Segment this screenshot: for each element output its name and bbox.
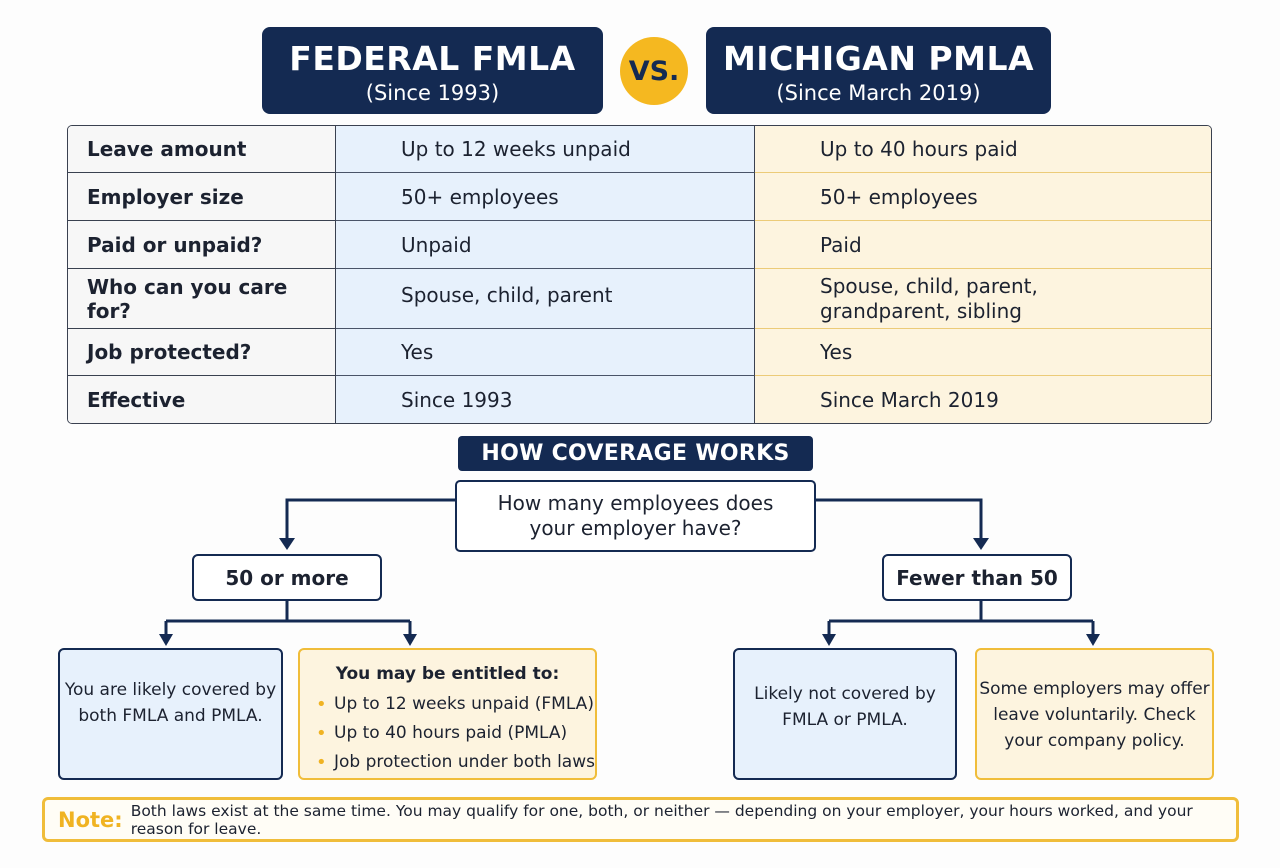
connector-right bbox=[816, 498, 983, 540]
row-label: Leave amount bbox=[68, 126, 336, 173]
list-item: Job protection under both laws bbox=[316, 748, 595, 777]
box-line: You are likely covered by bbox=[64, 680, 277, 700]
fifty-or-more-branch: 50 or more bbox=[192, 554, 382, 601]
table-row: Who can you care for? Spouse, child, par… bbox=[68, 269, 1211, 329]
box-line: Likely not covered by bbox=[754, 684, 936, 704]
michigan-cell: Spouse, child, parent, grandparent, sibl… bbox=[755, 269, 1211, 329]
michigan-pmla-header: MICHIGAN PMLA (Since March 2019) bbox=[706, 27, 1051, 114]
connector-left bbox=[285, 498, 455, 540]
michigan-subtitle: (Since March 2019) bbox=[776, 81, 981, 105]
federal-cell: Up to 12 weeks unpaid bbox=[336, 126, 755, 173]
michigan-cell: Since March 2019 bbox=[755, 376, 1211, 423]
list-item: Up to 40 hours paid (PMLA) bbox=[316, 719, 595, 748]
arrow-head bbox=[159, 634, 173, 646]
table-row: Effective Since 1993 Since March 2019 bbox=[68, 376, 1211, 423]
note-text: Both laws exist at the same time. You ma… bbox=[130, 801, 1193, 838]
voluntary-leave-box: Some employers may offer leave voluntari… bbox=[975, 648, 1214, 780]
federal-cell: Yes bbox=[336, 329, 755, 376]
entitlements-list: Up to 12 weeks unpaid (FMLA) Up to 40 ho… bbox=[316, 690, 595, 777]
row-label: Paid or unpaid? bbox=[68, 221, 336, 269]
federal-cell: Unpaid bbox=[336, 221, 755, 269]
fewer-than-fifty-branch: Fewer than 50 bbox=[882, 554, 1072, 601]
coverage-title: HOW COVERAGE WORKS bbox=[458, 436, 813, 471]
box-line: Some employers may offer bbox=[979, 679, 1210, 699]
michigan-cell: 50+ employees bbox=[755, 173, 1211, 221]
question-line: How many employees does bbox=[497, 491, 774, 515]
note-banner: Note: Both laws exist at the same time. … bbox=[42, 797, 1239, 842]
comparison-table: Leave amount Up to 12 weeks unpaid Up to… bbox=[67, 125, 1212, 424]
connector-left-split bbox=[164, 601, 412, 636]
row-label: Effective bbox=[68, 376, 336, 423]
arrow-head bbox=[973, 538, 989, 550]
vs-badge: VS. bbox=[620, 37, 688, 105]
row-label: Job protected? bbox=[68, 329, 336, 376]
row-label: Who can you care for? bbox=[68, 269, 336, 329]
covered-both-box: You are likely covered by both FMLA and … bbox=[58, 648, 283, 780]
connector-right-split bbox=[827, 601, 1095, 636]
arrow-head bbox=[822, 634, 836, 646]
michigan-cell: Up to 40 hours paid bbox=[755, 126, 1211, 173]
not-covered-box: Likely not covered by FMLA or PMLA. bbox=[733, 648, 957, 780]
box-line: both FMLA and PMLA. bbox=[78, 706, 263, 726]
entitlements-heading: You may be entitled to: bbox=[335, 664, 560, 684]
table-row: Job protected? Yes Yes bbox=[68, 329, 1211, 376]
table-row: Paid or unpaid? Unpaid Paid bbox=[68, 221, 1211, 269]
federal-subtitle: (Since 1993) bbox=[365, 81, 500, 105]
arrow-head bbox=[279, 538, 295, 550]
michigan-cell-line: Spouse, child, parent, bbox=[820, 273, 1038, 298]
box-line: leave voluntarily. Check bbox=[993, 705, 1196, 725]
michigan-title: MICHIGAN PMLA bbox=[722, 39, 1035, 78]
table-row: Employer size 50+ employees 50+ employee… bbox=[68, 173, 1211, 221]
federal-title: FEDERAL FMLA bbox=[289, 39, 576, 78]
federal-cell: Spouse, child, parent bbox=[336, 269, 755, 329]
federal-cell: 50+ employees bbox=[336, 173, 755, 221]
note-label: Note: bbox=[58, 807, 123, 832]
row-label: Employer size bbox=[68, 173, 336, 221]
federal-cell: Since 1993 bbox=[336, 376, 755, 423]
entitlements-box: You may be entitled to: Up to 12 weeks u… bbox=[298, 648, 597, 780]
arrow-head bbox=[403, 634, 417, 646]
michigan-cell-line: grandparent, sibling bbox=[820, 298, 1022, 323]
federal-fmla-header: FEDERAL FMLA (Since 1993) bbox=[262, 27, 603, 114]
table-row: Leave amount Up to 12 weeks unpaid Up to… bbox=[68, 126, 1211, 173]
employee-count-question: How many employees does your employer ha… bbox=[455, 480, 816, 552]
box-line: your company policy. bbox=[1004, 731, 1185, 751]
list-item: Up to 12 weeks unpaid (FMLA) bbox=[316, 690, 595, 719]
question-line: your employer have? bbox=[529, 516, 742, 540]
michigan-cell: Yes bbox=[755, 329, 1211, 376]
arrow-head bbox=[1086, 634, 1100, 646]
michigan-cell: Paid bbox=[755, 221, 1211, 269]
box-line: FMLA or PMLA. bbox=[782, 710, 908, 730]
